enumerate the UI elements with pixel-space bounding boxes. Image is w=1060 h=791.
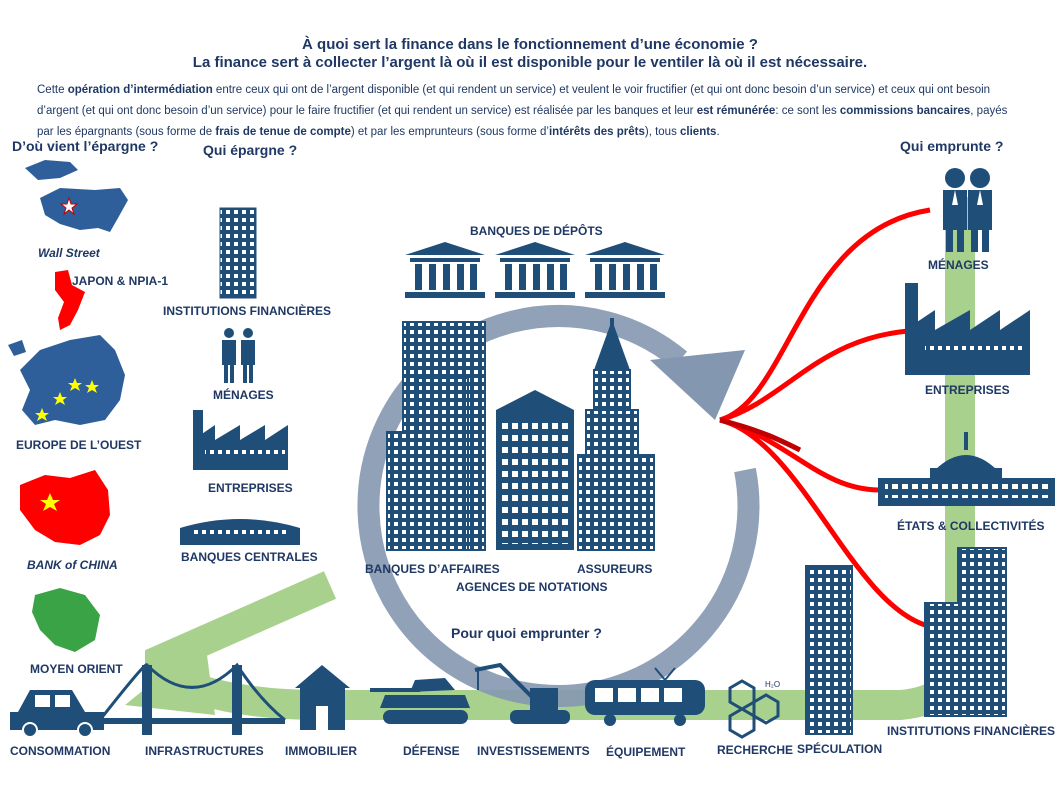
uses-heading: Pour quoi emprunter ? [451, 625, 602, 641]
borrowers-financial-institutions-label: INSTITUTIONS FINANCIÈRES [887, 724, 1056, 738]
crane-icon [474, 662, 570, 724]
china-map-icon [20, 470, 110, 545]
savers-central-banks-label: BANQUES CENTRALES [181, 550, 318, 564]
japan-map-icon [55, 270, 85, 330]
savers-households-icon [222, 328, 255, 383]
savers-financial-institution-icon [219, 207, 257, 299]
use-infrastructure-label: INFRASTRUCTURES [145, 744, 264, 758]
house-icon [295, 665, 350, 730]
use-speculation-label: SPÉCULATION [797, 742, 883, 756]
speculation-tower-icon [805, 565, 853, 735]
borrowers-companies-label: ENTREPRISES [925, 383, 1010, 397]
intro-paragraph: Cette opération d’intermédiation entre c… [37, 84, 1008, 138]
savers-central-banks-icon [180, 519, 300, 545]
savers-households-label: MÉNAGES [213, 388, 274, 402]
europe-map-icon [8, 335, 125, 425]
savers-heading: Qui épargne ? [203, 142, 298, 158]
use-research-label: RECHERCHE [717, 743, 794, 757]
use-investments-label: INVESTISSEMENTS [477, 744, 590, 758]
molecule-icon [728, 679, 780, 739]
tank-icon [370, 678, 470, 724]
central-buildings-icon [386, 318, 655, 551]
origin-japan-label: JAPON & NPIA-1 [72, 274, 169, 288]
insurers-label: ASSUREURS [577, 562, 653, 576]
savers-companies-icon [193, 410, 288, 470]
middle-east-map-icon [32, 588, 100, 652]
borrowers-households-label: MÉNAGES [928, 258, 989, 272]
tram-icon [585, 667, 705, 726]
circular-arrow [357, 305, 760, 708]
deposit-banks-label: BANQUES DE DÉPÔTS [470, 224, 603, 238]
red-arrows [719, 207, 931, 628]
investment-banks-label: BANQUES D’AFFAIRES [365, 562, 500, 576]
savers-companies-label: ENTREPRISES [208, 481, 293, 495]
origin-mideast-label: MOYEN ORIENT [30, 662, 123, 676]
savers-financial-institutions-label: INSTITUTIONS FINANCIÈRES [163, 304, 332, 318]
bridge-icon [98, 662, 286, 735]
borrowers-states-icon [878, 432, 1055, 506]
origin-china-label: BANK of CHINA [27, 558, 118, 572]
deposit-banks-icons [405, 242, 665, 298]
usa-map-icon [25, 160, 128, 232]
use-defense-label: DÉFENSE [403, 744, 460, 758]
car-icon [10, 690, 104, 738]
origin-heading: D’où vient l’épargne ? [12, 138, 159, 154]
title-question: À quoi sert la finance dans le fonctionn… [302, 36, 758, 53]
use-consumption-label: CONSOMMATION [10, 744, 111, 758]
origin-europe-label: EUROPE DE L’OUEST [16, 438, 142, 452]
borrowers-heading: Qui emprunte ? [900, 138, 1004, 154]
rating-agencies-label: AGENCES DE NOTATIONS [456, 580, 608, 594]
borrowers-states-label: ÉTATS & COLLECTIVITÉS [897, 519, 1045, 533]
title-answer: La finance sert à collecter l’argent là … [192, 54, 868, 71]
use-equipment-label: ÉQUIPEMENT [606, 745, 686, 759]
use-real-estate-label: IMMOBILIER [285, 744, 357, 758]
origin-usa-label: Wall Street [38, 246, 100, 260]
borrowers-financial-institutions-icon [924, 547, 1007, 717]
borrowers-companies-icon [905, 283, 1030, 375]
h2o-formula: H₂O [765, 680, 781, 689]
borrowers-households-icon [943, 168, 992, 252]
